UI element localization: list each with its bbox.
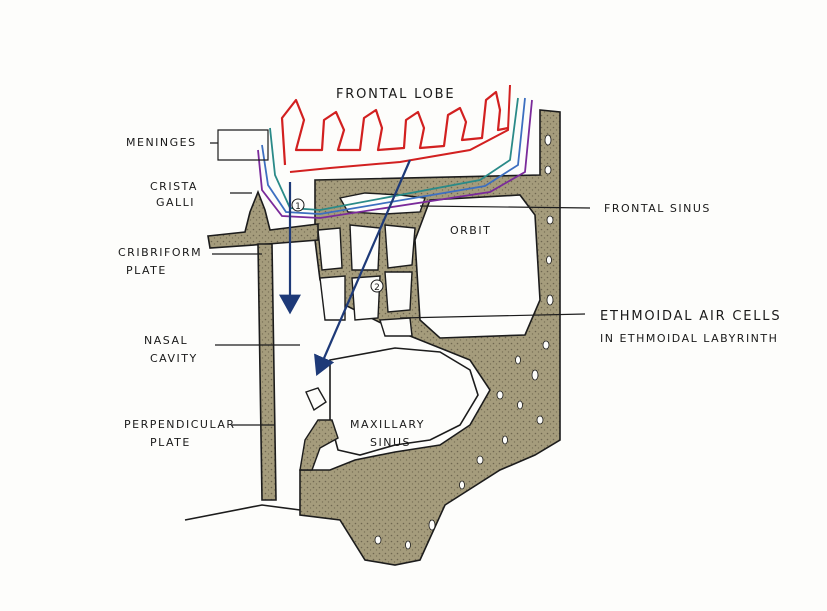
maxillary-sinus-label-line2: SINUS — [370, 436, 411, 451]
frontal-lobe-label: FRONTAL LOBE — [336, 86, 455, 104]
perpendicular-plate-label-line1: PERPENDICULAR — [124, 418, 236, 433]
ethmoidal-label-line2: IN ETHMOIDAL LABYRINTH — [600, 332, 778, 347]
orbit-label: ORBIT — [450, 224, 491, 239]
frontal-sinus-label: FRONTAL SINUS — [604, 202, 711, 217]
maxilla-bone — [300, 110, 560, 565]
route-2-number: 2 — [374, 283, 380, 293]
meninges-label: MENINGES — [126, 136, 197, 151]
middle-concha — [306, 388, 326, 410]
palate-line — [185, 505, 300, 520]
inferior-concha — [300, 420, 338, 470]
perpendicular-plate-label-line2: PLATE — [150, 436, 191, 451]
maxillary-sinus-label-line1: MAXILLARY — [350, 418, 425, 433]
cribriform-label-line2: PLATE — [126, 264, 167, 279]
ethmoidal-label-line1: ETHMOIDAL AIR CELLS — [600, 308, 781, 326]
nasal-cavity-label-line1: NASAL — [144, 334, 188, 349]
perpendicular-plate — [258, 244, 276, 500]
ethmoidal-air-cells — [318, 225, 415, 336]
crista-galli-label-line1: CRISTA — [150, 180, 198, 195]
nasal-cavity-label-line2: CAVITY — [150, 352, 198, 367]
route-1-number: 1 — [295, 202, 301, 212]
cribriform-label-line1: CRIBRIFORM — [118, 246, 202, 261]
crista-galli-label-line2: GALLI — [156, 196, 195, 211]
